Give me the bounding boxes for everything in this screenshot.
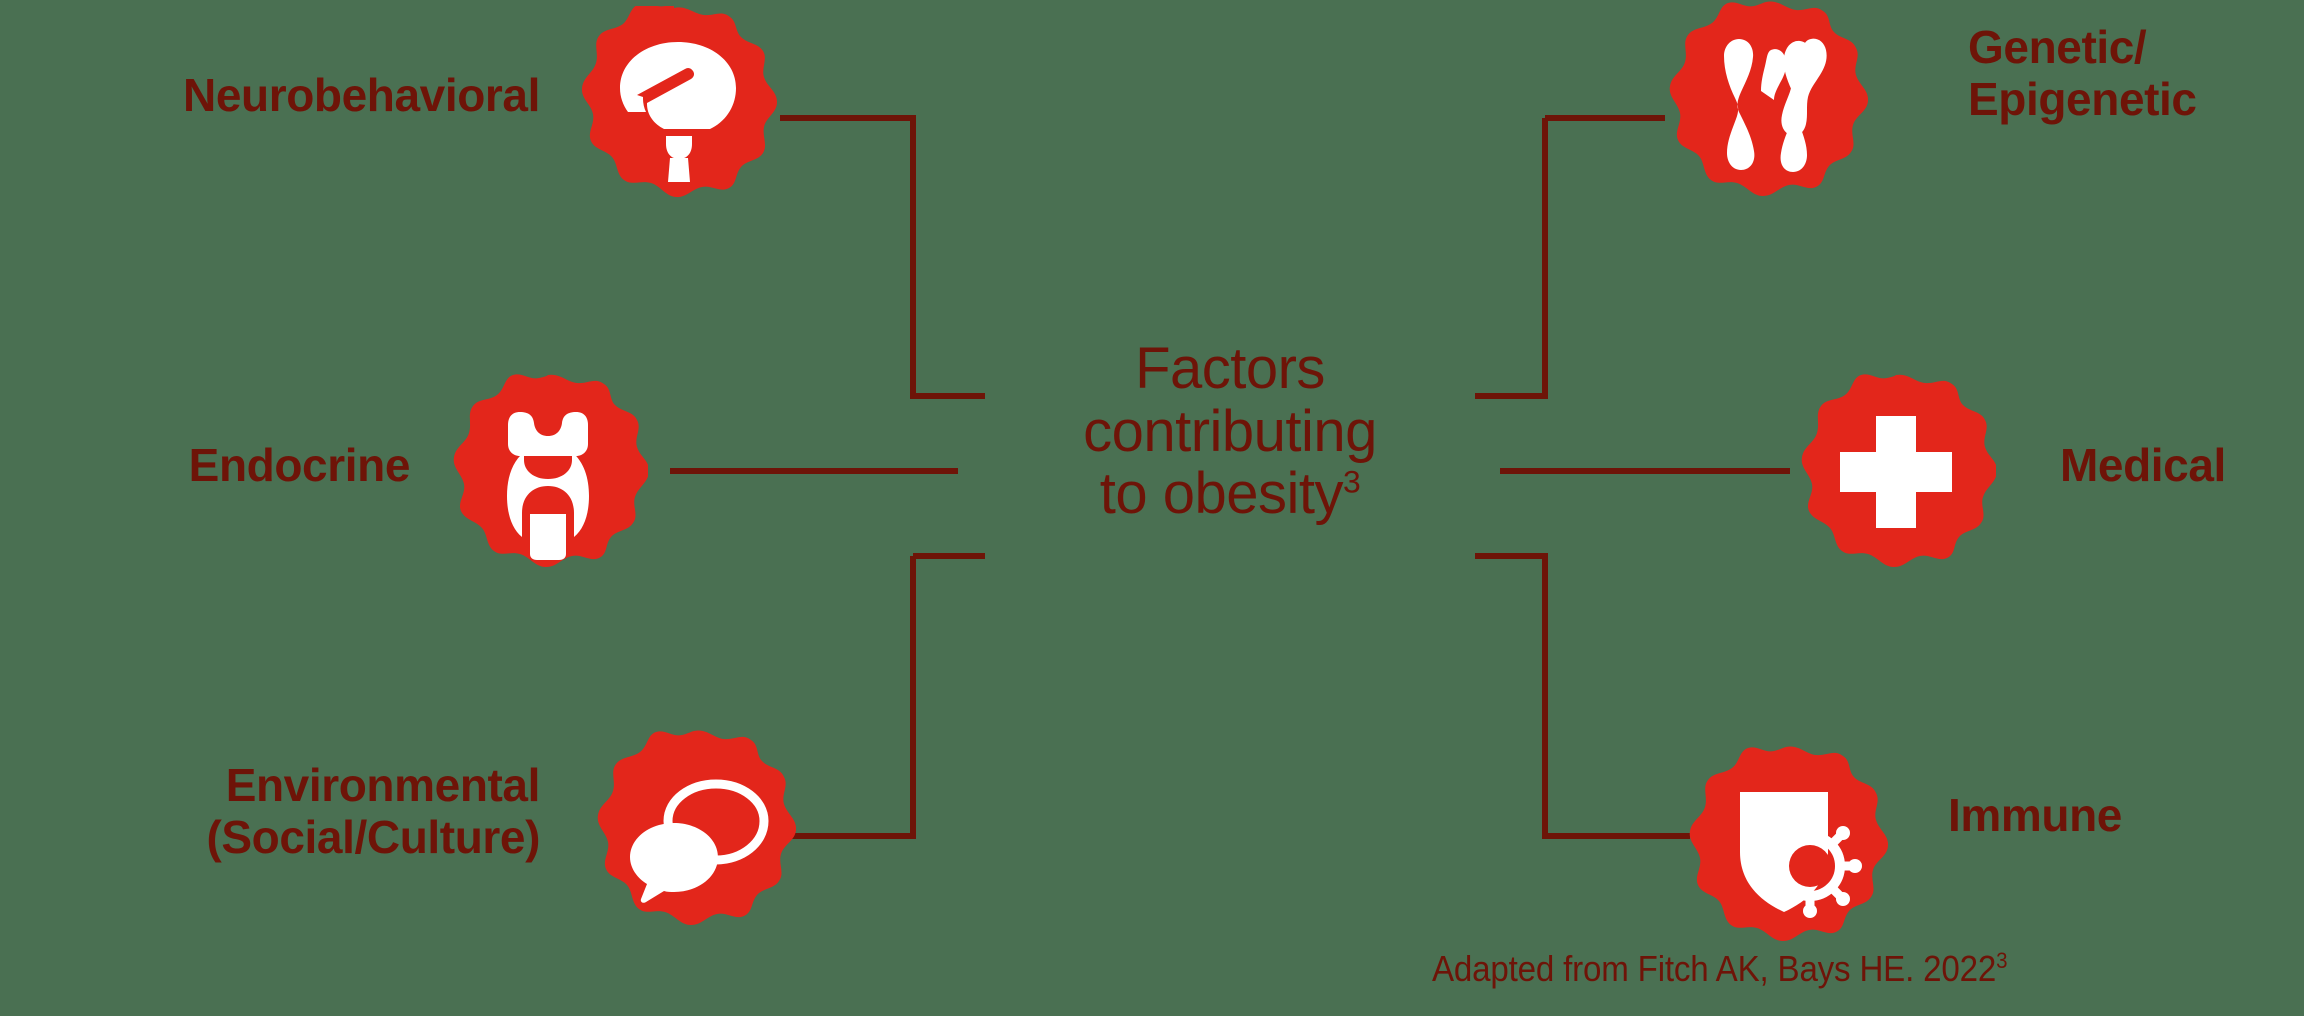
center-heading: Factors contributing to obesity3	[980, 336, 1480, 527]
label-neurobehavioral: Neurobehavioral	[183, 69, 540, 121]
label-medical: Medical	[2060, 439, 2226, 491]
chromosome-icon	[1668, 0, 1868, 200]
medical-cross-icon	[1796, 372, 1996, 572]
center-heading-line2: contributing	[1083, 398, 1377, 464]
label-endocrine: Endocrine	[188, 439, 411, 491]
shield-virus-icon	[1688, 744, 1888, 944]
center-heading-line1: Factors	[1135, 336, 1325, 401]
brain-icon	[578, 6, 778, 206]
source-attribution-text: Adapted from Fitch AK, Bays HE. 2022	[1432, 948, 1997, 989]
label-genetic-epigenetic: Genetic/ Epigenetic	[1968, 21, 2197, 125]
speech-bubbles-icon	[596, 728, 796, 928]
source-attribution-superscript: 3	[1996, 948, 2008, 973]
source-attribution: Adapted from Fitch AK, Bays HE. 20223	[1432, 948, 2008, 990]
center-heading-line3-text: to obesity	[1099, 461, 1344, 527]
label-environmental: Environmental (Social/Culture)	[206, 759, 540, 863]
label-immune: Immune	[1948, 789, 2122, 841]
center-heading-superscript: 3	[1343, 463, 1361, 500]
center-heading-line3: to obesity3	[980, 461, 1480, 527]
thyroid-icon	[448, 372, 648, 572]
